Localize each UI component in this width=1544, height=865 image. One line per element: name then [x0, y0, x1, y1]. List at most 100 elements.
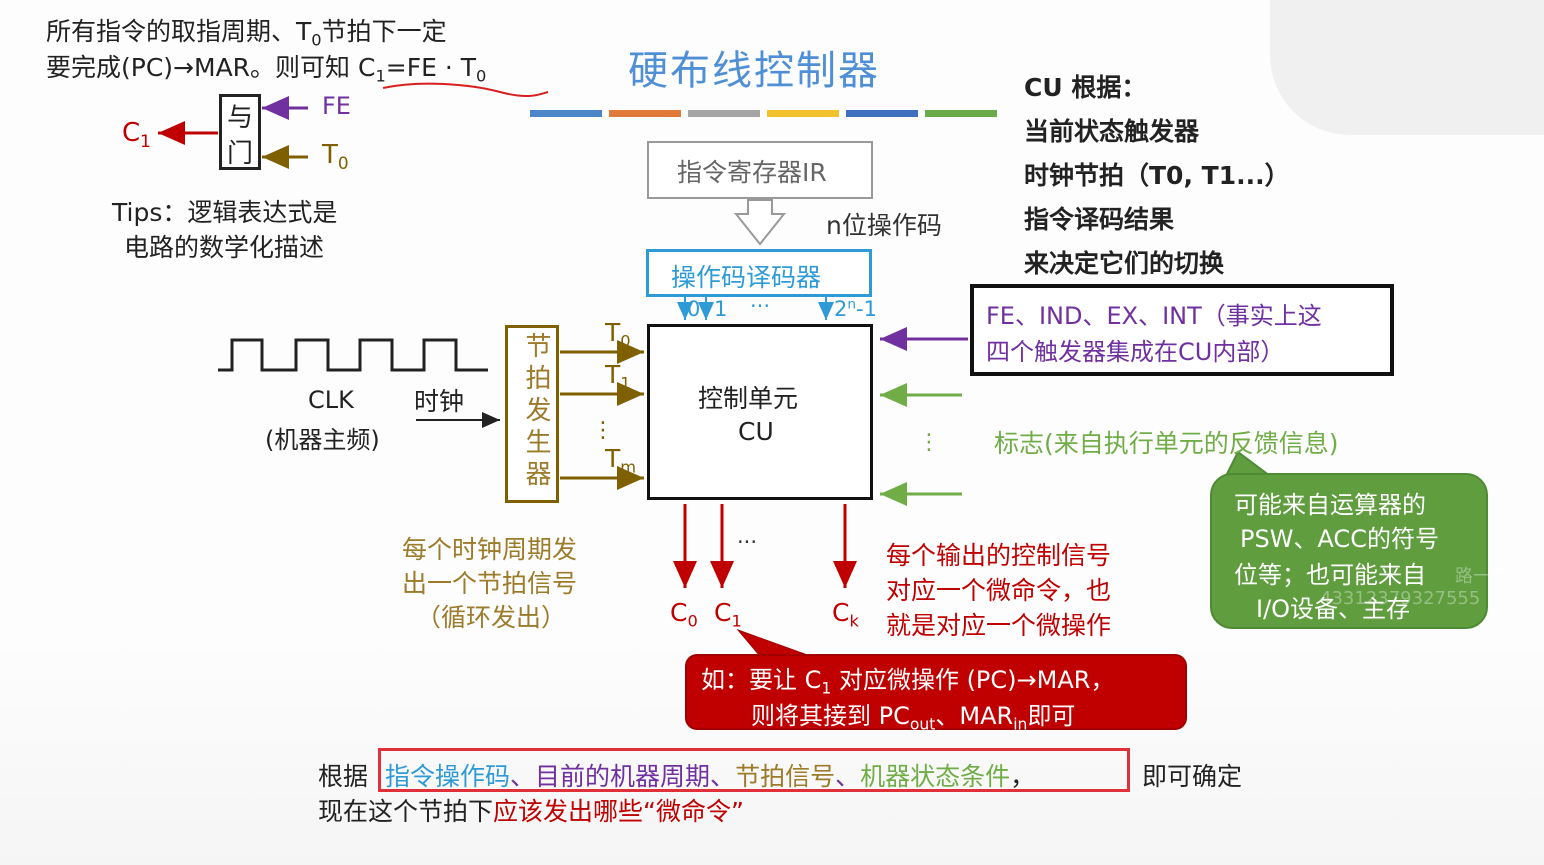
title-bar-segment — [688, 110, 760, 117]
c1-main: C — [122, 118, 141, 148]
opcode-label: n位操作码 — [826, 211, 942, 240]
instruction-register: 指令寄存器IR — [647, 141, 873, 199]
ck-main: C — [832, 598, 850, 627]
flags-bubble-line3: 位等；也可能来自 — [1234, 561, 1426, 589]
cu-basis-item: 当前状态触发器 — [1024, 117, 1200, 146]
timing-generator: 节拍发生器 — [505, 325, 559, 503]
flipflops-note: FE、IND、EX、INT（事实上这 四个触发器集成在CU内部） — [970, 284, 1394, 376]
timing-note-line2: 出一个节拍信号 — [402, 569, 578, 598]
header-note-text: 节拍下一定 — [321, 17, 447, 46]
t0-sub: 0 — [337, 152, 349, 173]
example-sub: out — [909, 715, 936, 734]
title-bar-segment — [767, 110, 839, 117]
and-gate: 与 门 — [219, 94, 261, 170]
timing-generator-label: 节拍发生器 — [521, 332, 551, 492]
t1-signal-label: T1 — [605, 360, 631, 391]
cu-basis-heading: CU 根据： — [1024, 73, 1147, 102]
header-note-sub: 0 — [311, 30, 322, 50]
bottom-note-item-cycle: 目前的机器周期 — [535, 762, 711, 791]
bottom-note-line2-c: “微命令” — [643, 797, 744, 826]
flipflops-line1: FE、IND、EX、INT（事实上这 — [986, 302, 1322, 330]
flags-bubble-line4: I/O设备、主存 — [1256, 595, 1411, 623]
c1-out-main: C — [714, 598, 732, 627]
page-title: 硬布线控制器 — [628, 48, 880, 94]
clock-waveform — [218, 338, 488, 372]
flipflops-line2: 四个触发器集成在CU内部） — [986, 338, 1285, 366]
bottom-note-line2-a: 现在这个节拍下 — [318, 797, 494, 826]
example-line1: 如：要让 C1 对应微操作 (PC)→MAR， — [701, 660, 1114, 698]
example-text: 对应微操作 (PC) — [831, 666, 1017, 694]
output-note-line1: 每个输出的控制信号 — [886, 541, 1112, 570]
t1-signal-sub: 1 — [620, 373, 631, 393]
example-sub: 1 — [821, 679, 832, 698]
example-text: 即可 — [1027, 702, 1076, 730]
flags-dots: ⋮ — [918, 430, 940, 455]
outputs-dots: ··· — [737, 530, 758, 554]
c1-gate-output-label: C1 — [122, 118, 151, 149]
header-note-text: =FE · T — [385, 53, 477, 82]
c0-main: C — [670, 598, 688, 627]
bottom-note-sep: 、 — [710, 762, 736, 791]
background-shape — [1270, 0, 1544, 135]
c1-output-label: C1 — [714, 598, 742, 629]
formula-underline — [382, 82, 549, 98]
header-note-line2: 要完成(PC)→MAR。则可知 C1=FE · T0 — [46, 48, 486, 84]
timing-signals-dots: ⋮ — [592, 418, 614, 443]
header-note-text: MAR。则可知 C — [194, 53, 376, 82]
title-color-bar — [530, 110, 998, 117]
example-text: 如：要让 C — [701, 666, 822, 694]
example-line2: 则将其接到 PCout、MARin即可 — [751, 696, 1076, 734]
control-unit: 控制单元 CU — [647, 324, 873, 500]
bottom-note-items: 指令操作码、目前的机器周期、节拍信号、机器状态条件， — [385, 757, 1035, 793]
tm-signal-label: Tm — [605, 444, 636, 475]
flags-bubble-line2: PSW、ACC的符号 — [1240, 525, 1439, 553]
example-sub: in — [1013, 715, 1028, 734]
bottom-note-line2-b: 应该发出哪些 — [493, 797, 644, 826]
fe-label: FE — [322, 92, 351, 120]
arrow-icon: → — [1016, 666, 1037, 694]
title-bar-segment — [530, 110, 602, 117]
bottom-note-item-timing: 节拍信号 — [735, 762, 836, 791]
bottom-note-prefix: 根据 — [318, 762, 369, 791]
bottom-note-sep: 、 — [510, 762, 536, 791]
tm-signal-main: T — [605, 444, 621, 473]
cu-basis-item: 指令译码结果 — [1024, 205, 1175, 234]
title-bar-segment — [609, 110, 681, 117]
decoder-label: 操作码译码器 — [671, 263, 822, 292]
tips-line1: Tips：逻辑表达式是 — [112, 198, 338, 227]
ir-down-arrow — [733, 199, 787, 246]
opcode-decoder: 操作码译码器 — [646, 249, 872, 297]
decoder-out-n: 2n-1 — [834, 297, 877, 321]
clock-label: 时钟 — [414, 387, 465, 416]
output-note-line3: 就是对应一个微操作 — [886, 611, 1112, 640]
title-bar-segment — [925, 110, 997, 117]
arrow-icon: → — [173, 53, 194, 82]
header-note-line1: 所有指令的取指周期、T0节拍下一定 — [46, 12, 447, 48]
tm-signal-sub: m — [620, 457, 637, 477]
bottom-note-item-state: 机器状态条件 — [860, 762, 1011, 791]
flags-bubble-line1: 可能来自运算器的 — [1234, 491, 1426, 519]
t0-main: T — [322, 140, 338, 170]
header-note-sub: 0 — [476, 66, 487, 86]
c0-output-label: C0 — [670, 598, 698, 629]
example-text: 、MAR — [935, 702, 1014, 730]
decoder-out-1: 1 — [714, 297, 728, 321]
decoder-out-dots: ··· — [750, 294, 771, 318]
t0-signal-label: T0 — [605, 318, 631, 349]
cu-basis-item: 来决定它们的切换 — [1024, 249, 1225, 278]
watermark-line1: 路一霖 — [1455, 566, 1509, 587]
example-text: 则将其接到 PC — [751, 702, 910, 730]
bottom-note-line2: 现在这个节拍下应该发出哪些“微命令” — [318, 792, 744, 828]
bottom-note-sep: 、 — [835, 762, 861, 791]
tips-line2: 电路的数学化描述 — [124, 233, 325, 262]
t0-signal-sub: 0 — [620, 331, 631, 351]
header-note-sub: 1 — [375, 66, 386, 86]
t0-signal-main: T — [605, 318, 621, 347]
t0-label: T0 — [322, 140, 349, 173]
c0-sub: 0 — [687, 611, 698, 631]
decoder-out-n-main: 2 — [834, 297, 848, 321]
bottom-note-item-opcode: 指令操作码 — [385, 762, 511, 791]
cu-line2: CU — [738, 417, 774, 446]
flags-bubble: 可能来自运算器的 PSW、ACC的符号 位等；也可能来自 I/O设备、主存 — [1210, 473, 1488, 629]
clk-label: CLK — [308, 386, 354, 414]
